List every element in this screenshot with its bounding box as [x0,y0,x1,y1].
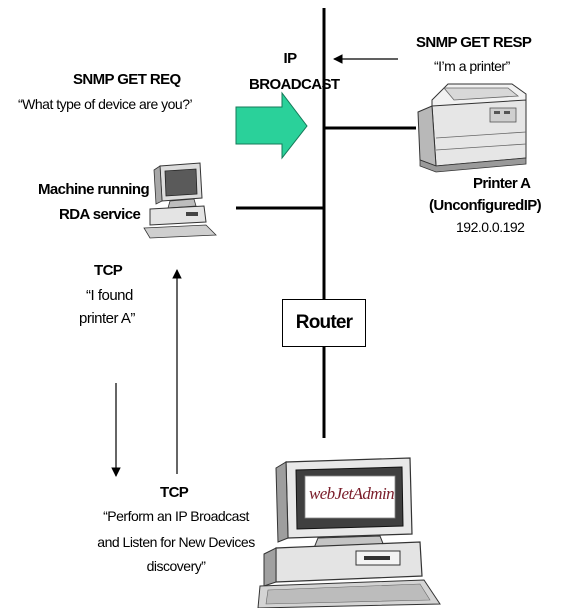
snmp-get-resp-label: SNMP GET RESP [416,34,532,51]
snmp-resp-quote: “I’m a printer” [434,58,510,74]
bottom-quote-line2: and Listen for New Devices [97,534,255,550]
webjetadmin-workstation-icon [257,457,441,608]
machine-label-line1: Machine running [38,181,150,198]
snmp-req-quote: “What type of device are you?’ [18,96,193,112]
ip-broadcast-label-line1: IP [283,50,298,67]
printer-ip-label: 192.0.0.192 [456,219,525,235]
printer-name-label: Printer A [473,175,531,192]
broadcast-arrow-icon [235,91,308,160]
webjetadmin-logo: webJetAdmin [309,484,395,503]
bottom-quote-line1: “Perform an IP Broadcast [103,508,249,524]
tcp-left-quote-line1: “I found [86,287,133,304]
ip-broadcast-label-line2: BROADCAST [249,76,340,93]
bottom-quote-line3: discovery” [146,558,206,574]
snmp-get-req-label: SNMP GET REQ [73,71,181,88]
tcp-left-quote-line2: printer A” [79,310,135,327]
tcp-left-label: TCP [94,262,123,279]
tcp-bottom-label: TCP [160,484,189,501]
router-label: Router [295,312,353,333]
computer-icon [143,162,217,239]
router-box: Router [282,299,366,347]
printer-icon [417,83,527,173]
machine-label-line2: RDA service [59,206,141,223]
printer-status-label: (UnconfiguredIP) [429,197,542,214]
